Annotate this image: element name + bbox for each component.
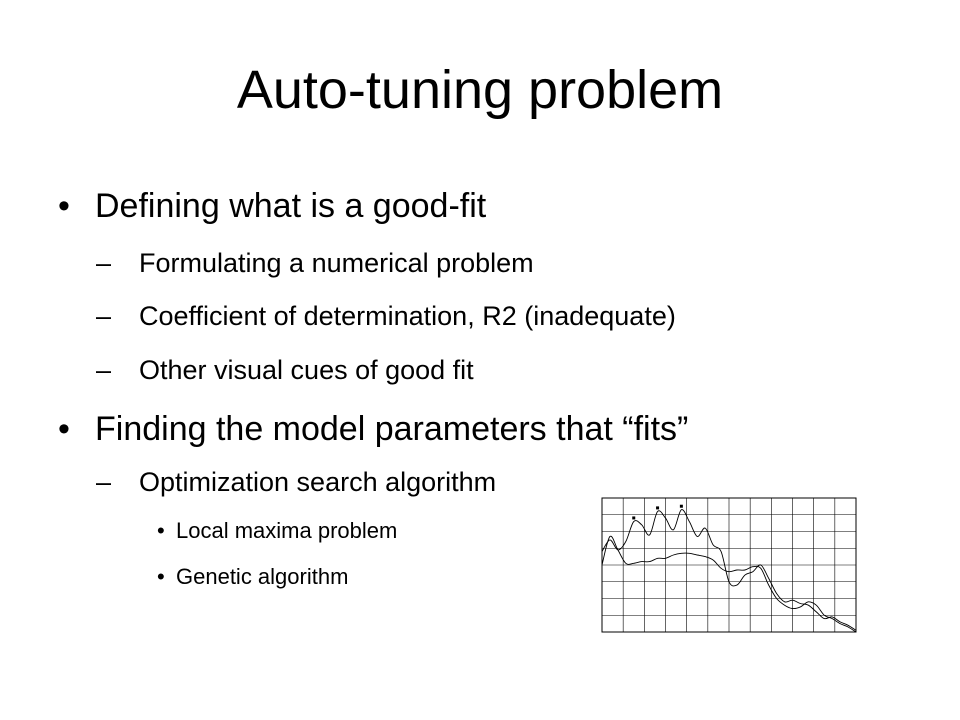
bullet-marker-small: • [157,518,165,543]
peak-marker [656,506,660,510]
sub-bullet-formulating: Formulating a numerical problem [139,248,534,278]
sub-sub-bullet-genetic: Genetic algorithm [176,564,349,589]
sub-bullet-coefficient: Coefficient of determination, R2 (inadeq… [139,301,676,331]
sub-sub-bullet-local-maxima: Local maxima problem [176,518,398,543]
bullet-marker-small: • [157,564,165,589]
dash-marker: – [96,301,112,331]
bullet-finding-parameters: Finding the model parameters that “fits” [95,410,689,448]
bullet-defining-good-fit: Defining what is a good-fit [95,187,487,225]
series-line-1 [601,509,857,631]
slide-title: Auto-tuning problem [236,60,724,120]
series-line-2 [601,535,857,633]
dash-marker: – [96,248,112,278]
fit-chart [601,497,857,633]
sub-bullet-optimization: Optimization search algorithm [139,467,497,497]
dash-marker: – [96,467,112,497]
bullet-marker: • [58,187,70,225]
peak-marker [679,504,683,508]
peak-marker [632,516,636,520]
bullet-marker: • [58,410,70,448]
dash-marker: – [96,355,112,385]
sub-bullet-visual-cues: Other visual cues of good fit [139,355,474,385]
